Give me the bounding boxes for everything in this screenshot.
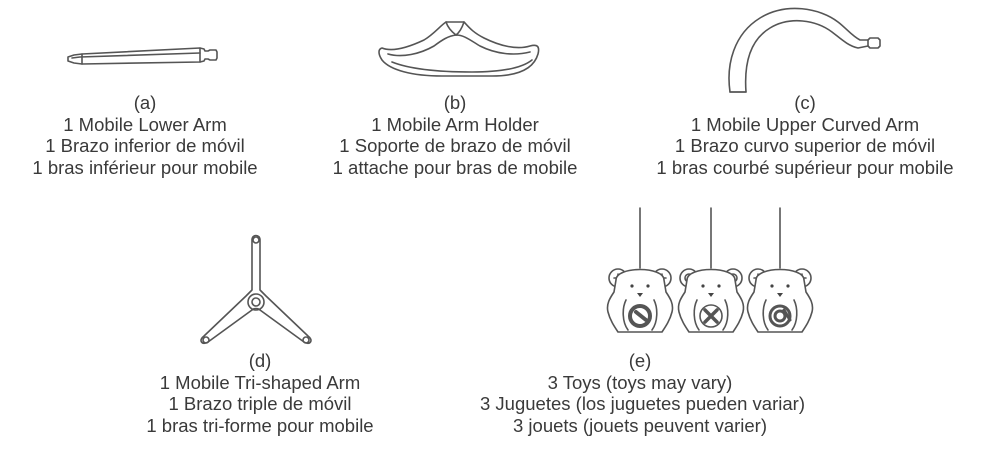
caption-line-english: 1 Mobile Tri-shaped Arm: [159, 371, 361, 393]
part-e-caption: (e) 3 Toys (toys may vary) 3 Juguetes (l…: [480, 350, 805, 436]
hanging-bear-toys-icon: [606, 207, 814, 333]
caption-line-english: 1 Mobile Lower Arm: [63, 113, 227, 135]
caption-line-french: 1 bras tri-forme pour mobile: [146, 414, 374, 436]
caption-line-spanish: 1 Brazo curvo superior de móvil: [674, 135, 936, 156]
mobile-upper-curved-arm-icon: [728, 7, 881, 93]
part-letter: (b): [443, 92, 467, 113]
caption-line-spanish: 1 Brazo inferior de móvil: [45, 135, 245, 156]
caption-line-french: 1 attache pour bras de mobile: [332, 156, 578, 178]
part-a-caption: (a) 1 Mobile Lower Arm 1 Brazo inferior …: [0, 92, 290, 178]
caption-line-french: 1 bras courbé supérieur pour mobile: [656, 156, 954, 178]
caption-line-spanish: 1 Soporte de brazo de móvil: [339, 135, 571, 156]
caption-line-spanish: 3 Juguetes (los juguetes pueden variar): [480, 393, 805, 414]
bear-toy-icon: [746, 268, 814, 333]
bear-toy-icon: [677, 268, 745, 333]
bear-toy-icon: [606, 268, 674, 333]
caption-line-spanish: 1 Brazo triple de móvil: [168, 393, 352, 414]
caption-line-english: 1 Mobile Arm Holder: [371, 113, 539, 135]
caption-line-french: 3 jouets (jouets peuvent varier): [513, 414, 767, 436]
part-letter: (c): [794, 92, 816, 113]
caption-line-english: 3 Toys (toys may vary): [547, 371, 733, 393]
part-letter: (e): [628, 350, 652, 371]
mobile-arm-holder-icon: [378, 21, 540, 77]
caption-line-english: 1 Mobile Upper Curved Arm: [690, 113, 920, 135]
part-b-caption: (b) 1 Mobile Arm Holder 1 Soporte de bra…: [310, 92, 600, 178]
caption-line-french: 1 bras inférieur pour mobile: [32, 156, 258, 178]
part-c-caption: (c) 1 Mobile Upper Curved Arm 1 Brazo cu…: [620, 92, 990, 178]
mobile-tri-shaped-arm-icon: [200, 234, 312, 345]
part-d-caption: (d) 1 Mobile Tri-shaped Arm 1 Brazo trip…: [110, 350, 410, 436]
part-letter: (a): [133, 92, 157, 113]
mobile-lower-arm-icon: [67, 47, 218, 65]
part-letter: (d): [248, 350, 272, 371]
